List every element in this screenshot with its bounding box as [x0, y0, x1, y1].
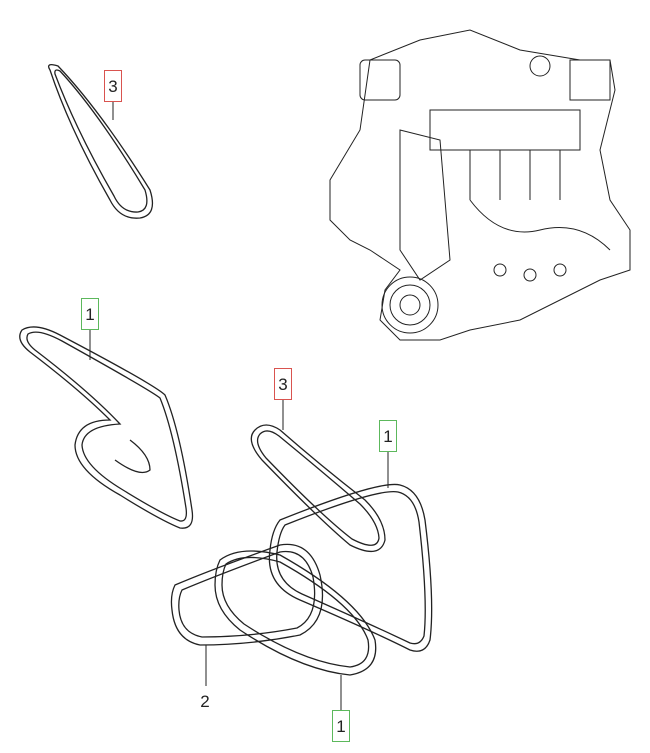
callout-3-top[interactable]: 3 — [104, 70, 122, 102]
belt-3-top — [47, 64, 154, 219]
belt-1-bottom — [214, 550, 377, 676]
belt-1-right — [268, 483, 433, 652]
leader-lines — [89, 102, 389, 710]
belt-2 — [170, 543, 324, 646]
belt-1-left — [19, 326, 194, 529]
callout-1-bottom[interactable]: 1 — [332, 710, 350, 742]
callout-3-middle[interactable]: 3 — [274, 368, 292, 400]
engine-assembly — [329, 29, 631, 341]
callout-2[interactable]: 2 — [196, 686, 214, 718]
callout-1-left[interactable]: 1 — [81, 298, 99, 330]
callout-1-right[interactable]: 1 — [379, 420, 397, 452]
belt-3-middle — [250, 424, 386, 552]
